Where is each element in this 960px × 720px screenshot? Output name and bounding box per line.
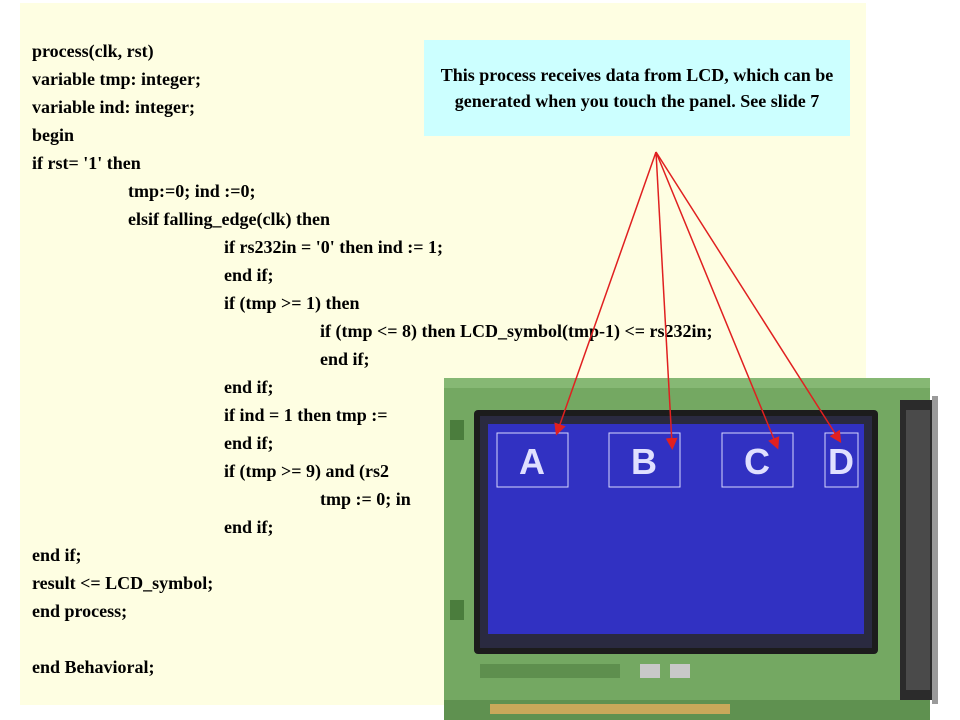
lcd-label-a: A <box>519 441 545 482</box>
code-line: if rs232in = '0' then ind := 1; <box>224 237 444 257</box>
code-line: end if; <box>224 517 274 537</box>
code-line: if (tmp >= 9) and (rs2 <box>224 461 390 481</box>
code-line: end if; <box>224 377 274 397</box>
code-line: if (tmp >= 1) then <box>224 293 360 313</box>
lcd-label-d: D <box>828 441 854 482</box>
code-line: end if; <box>320 349 370 369</box>
lcd-module-photo: A B C D <box>444 378 938 720</box>
code-line: if (tmp <= 8) then LCD_symbol(tmp-1) <= … <box>320 321 713 341</box>
code-line: end if; <box>224 433 274 453</box>
code-line: if rst= '1' then <box>32 153 141 173</box>
code-line: variable tmp: integer; <box>32 69 201 89</box>
code-line: tmp:=0; ind :=0; <box>128 181 256 201</box>
code-line: end process; <box>32 601 128 621</box>
code-line: end if; <box>224 265 274 285</box>
code-line: end if; <box>32 545 82 565</box>
callout-box: This process receives data from LCD, whi… <box>424 40 850 136</box>
code-line: begin <box>32 125 75 145</box>
code-line: if ind = 1 then tmp := <box>224 405 388 425</box>
code-line: end Behavioral; <box>32 657 155 677</box>
code-line: variable ind: integer; <box>32 97 195 117</box>
lcd-label-c: C <box>744 441 770 482</box>
callout-text: This process receives data from LCD, whi… <box>440 65 834 111</box>
code-line: result <= LCD_symbol; <box>32 573 214 593</box>
code-line: process(clk, rst) <box>32 41 154 61</box>
code-line: elsif falling_edge(clk) then <box>128 209 330 229</box>
lcd-key-a <box>496 432 569 488</box>
code-line: tmp := 0; in <box>320 489 411 509</box>
lcd-label-b: B <box>631 441 657 482</box>
